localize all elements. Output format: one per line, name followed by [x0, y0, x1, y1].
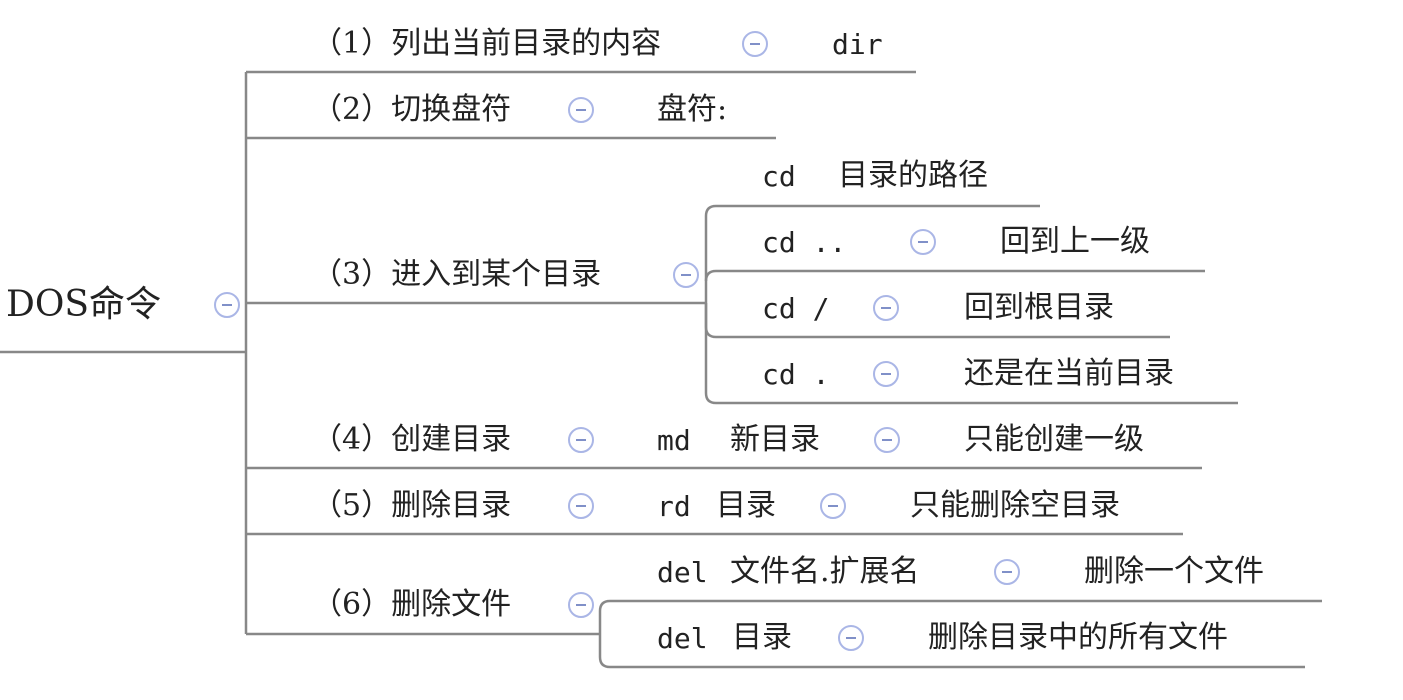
branch-3-child-4-line	[704, 303, 1238, 405]
branch-3-child-4-detail: 还是在当前目录	[964, 356, 1174, 391]
branch-6-label: （6）删除文件	[312, 587, 512, 622]
branch-3-child-4-collapse-icon[interactable]	[873, 361, 899, 387]
branch-4-note: 只能创建一级	[964, 422, 1144, 457]
branch-6-child-2-keyword: del	[657, 622, 708, 655]
branch-3-child-3-command: cd /	[762, 292, 830, 325]
branch-4-label: （4）创建目录	[312, 422, 512, 457]
branch-4-command-collapse-icon[interactable]	[874, 427, 900, 453]
branch-6-child-2-line	[598, 634, 1305, 669]
branch-3-child-1-detail: 目录的路径	[838, 158, 988, 193]
branch-4-command-keyword: md	[657, 424, 691, 457]
branch-2-collapse-icon[interactable]	[568, 97, 594, 123]
branch-1-label: （1）列出当前目录的内容	[312, 26, 662, 61]
branch-2-command: 盘符:	[657, 92, 728, 127]
root-label: DOS命令	[6, 284, 162, 325]
branch-4-collapse-icon[interactable]	[568, 427, 594, 453]
branch-1-command: dir	[832, 28, 883, 61]
branch-5-label: （5）删除目录	[312, 488, 512, 523]
branch-2-label: （2）切换盘符	[312, 92, 512, 127]
branch-6-child-1-collapse-icon[interactable]	[994, 559, 1020, 585]
branch-5-command-argument: 目录	[716, 488, 776, 523]
branch-3-child-2-command: cd ..	[762, 226, 847, 259]
branch-1-collapse-icon[interactable]	[742, 31, 768, 57]
branch-3-child-2-collapse-icon[interactable]	[910, 229, 936, 255]
branch-6-child-1-argument: 文件名.扩展名	[730, 554, 920, 589]
branch-6-child-2-argument: 目录	[732, 620, 792, 655]
branch-3-label: （3）进入到某个目录	[312, 257, 602, 292]
branch-5-command-keyword: rd	[657, 490, 691, 523]
branch-3-child-1-command: cd	[762, 160, 796, 193]
branch-5-collapse-icon[interactable]	[568, 493, 594, 519]
branch-3-child-4-command: cd .	[762, 358, 830, 391]
branch-6-child-1-detail: 删除一个文件	[1084, 554, 1264, 589]
branch-5-note: 只能删除空目录	[910, 488, 1120, 523]
branch-5-command-collapse-icon[interactable]	[820, 493, 846, 519]
branch-3-child-1-line	[704, 204, 1040, 303]
branch-6-child-1-keyword: del	[657, 556, 708, 589]
branch-3-child-3-collapse-icon[interactable]	[873, 295, 899, 321]
branch-6-child-1-line	[598, 599, 1322, 634]
branch-3-collapse-icon[interactable]	[673, 262, 699, 288]
branch-3-child-2-line	[704, 269, 1205, 282]
branch-6-child-2-detail: 删除目录中的所有文件	[928, 620, 1228, 655]
root-collapse-icon[interactable]	[214, 292, 240, 318]
branch-3-child-3-detail: 回到根目录	[964, 290, 1114, 325]
branch-6-collapse-icon[interactable]	[568, 592, 594, 618]
branch-4-command-argument: 新目录	[730, 422, 820, 457]
branch-3-child-2-detail: 回到上一级	[1000, 224, 1150, 259]
branch-6-child-2-collapse-icon[interactable]	[838, 625, 864, 651]
